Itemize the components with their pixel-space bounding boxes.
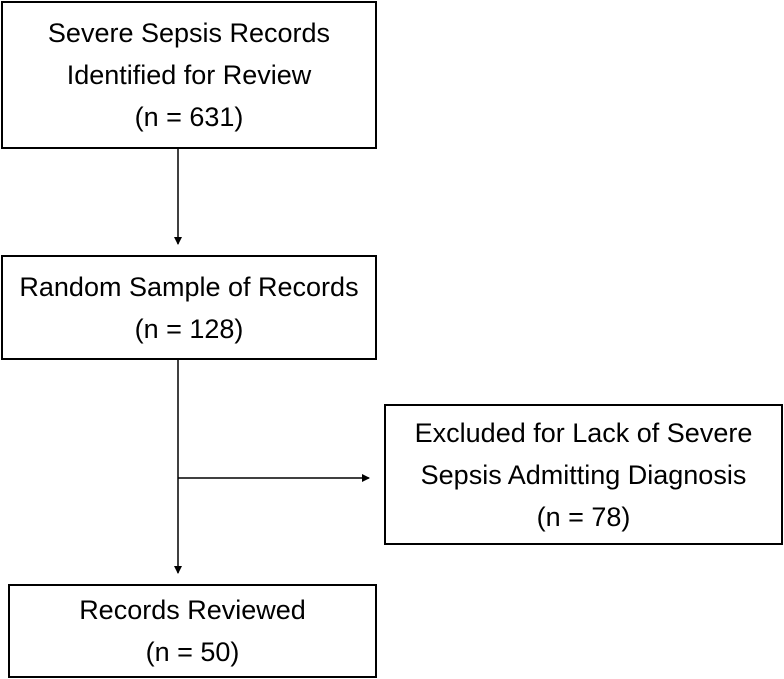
records-reviewed-box: Records Reviewed (n = 50) bbox=[8, 584, 377, 678]
identified-count: (n = 631) bbox=[134, 102, 244, 132]
excluded-line-1: Excluded for Lack of Severe bbox=[414, 417, 753, 448]
identified-records-box: Severe Sepsis Records Identified for Rev… bbox=[1, 1, 377, 149]
identified-line-1: Severe Sepsis Records bbox=[47, 18, 331, 48]
excluded-records-box: Excluded for Lack of Severe Sepsis Admit… bbox=[384, 404, 783, 545]
identified-line-2: Identified for Review bbox=[66, 60, 312, 90]
reviewed-count: (n = 50) bbox=[145, 637, 240, 667]
excluded-line-2: Sepsis Admitting Diagnosis bbox=[420, 459, 747, 490]
sample-line-1: Random Sample of Records bbox=[19, 271, 359, 302]
reviewed-line-1: Records Reviewed bbox=[79, 595, 306, 625]
sample-count: (n = 128) bbox=[134, 313, 244, 344]
excluded-count: (n = 78) bbox=[536, 501, 631, 532]
random-sample-box: Random Sample of Records (n = 128) bbox=[1, 255, 377, 360]
